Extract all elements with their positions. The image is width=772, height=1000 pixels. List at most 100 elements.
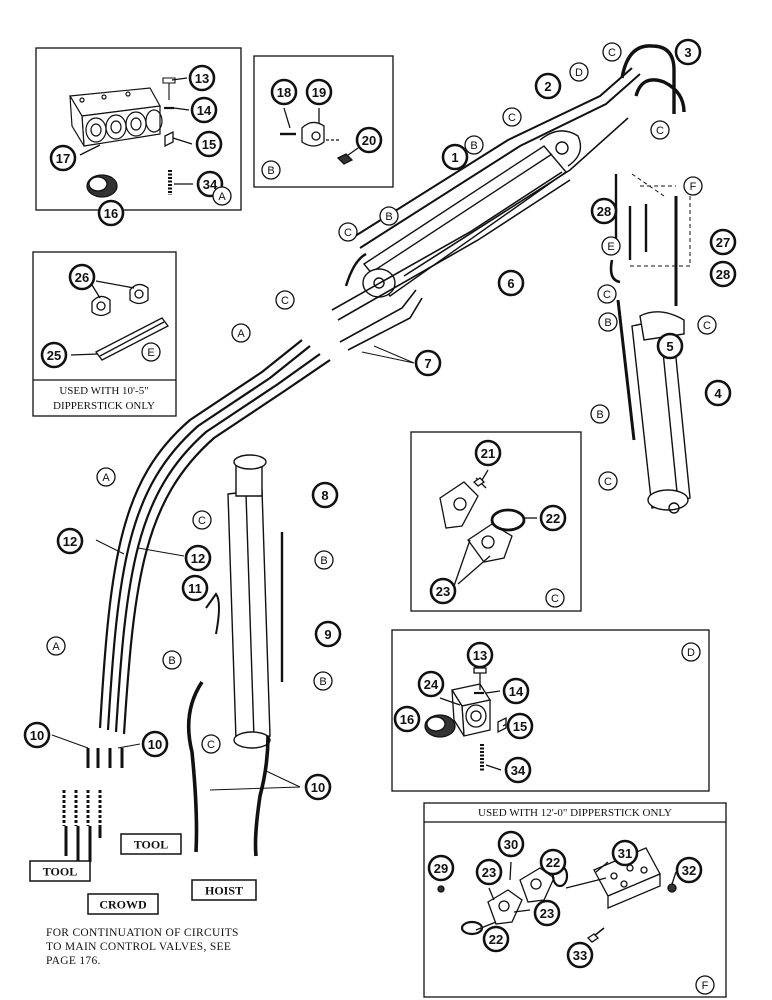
callout-number: 5: [666, 339, 673, 354]
letter-marker-text: B: [385, 211, 392, 223]
callout-number: 19: [312, 85, 326, 100]
callout-number: 12: [63, 534, 77, 549]
callout-23: 23: [533, 899, 561, 927]
callout-29: 29: [427, 854, 455, 882]
callout-number: 23: [540, 906, 554, 921]
callout-number: 23: [436, 584, 450, 599]
letter-marker-text: B: [168, 655, 175, 667]
letter-marker-text: B: [596, 409, 603, 421]
callout-22: 22: [482, 925, 510, 953]
callout-7: 7: [414, 349, 442, 377]
callout-number: 6: [507, 276, 514, 291]
callout-number: 22: [546, 511, 560, 526]
callout-number: 11: [188, 581, 202, 596]
callout-number: 10: [30, 728, 44, 743]
letter-marker-C: C: [275, 290, 295, 310]
note-line-1: FOR CONTINUATION OF CIRCUITS: [46, 927, 239, 939]
end-fittings: [62, 748, 124, 866]
letter-marker-text: C: [508, 112, 516, 124]
panel-e-caption-line1: USED WITH 10'-5": [59, 385, 148, 397]
panel-b: [253, 55, 394, 188]
letter-marker-B: B: [464, 135, 484, 155]
letter-marker-C: C: [602, 42, 622, 62]
callout-number: 21: [481, 446, 495, 461]
callout-28: 28: [590, 197, 618, 225]
callout-number: 31: [618, 846, 632, 861]
callout-17: 17: [49, 144, 77, 172]
callout-number: 10: [311, 780, 325, 795]
callout-number: 26: [75, 270, 89, 285]
callout-number: 33: [573, 948, 587, 963]
continuation-note: FOR CONTINUATION OF CIRCUITS TO MAIN CON…: [46, 926, 346, 968]
callout-22: 22: [539, 848, 567, 876]
callout-32: 32: [675, 856, 703, 884]
callout-number: 2: [544, 79, 551, 94]
panel-f: [423, 802, 727, 998]
letter-marker-text: C: [608, 47, 616, 59]
letter-marker-E: E: [601, 236, 621, 256]
callout-8: 8: [311, 481, 339, 509]
callout-15: 15: [506, 712, 534, 740]
callout-5: 5: [656, 332, 684, 360]
boxed-label-tool: TOOL: [120, 833, 182, 855]
boxed-label-text: CROWD: [99, 898, 147, 912]
letter-marker-text: E: [607, 241, 614, 253]
callout-2: 2: [534, 72, 562, 100]
letter-marker-D: D: [681, 642, 701, 662]
letter-marker-B: B: [162, 650, 182, 670]
letter-marker-text: B: [470, 140, 477, 152]
callout-9: 9: [314, 620, 342, 648]
callout-number: 18: [277, 85, 291, 100]
callout-10: 10: [304, 773, 332, 801]
letter-marker-text: B: [320, 555, 327, 567]
callout-number: 8: [321, 488, 328, 503]
boom-cylinder: [362, 130, 582, 298]
callout-number: 27: [716, 235, 730, 250]
callout-number: 22: [546, 855, 560, 870]
callout-number: 4: [714, 386, 722, 401]
letter-marker-text: B: [267, 165, 274, 177]
callout-number: 1: [451, 150, 458, 165]
callout-number: 22: [489, 932, 503, 947]
letter-marker-A: A: [96, 467, 116, 487]
callout-16: 16: [97, 199, 125, 227]
note-line-3: PAGE 176.: [46, 955, 101, 967]
callout-number: 16: [104, 206, 118, 221]
bolt: [162, 77, 176, 100]
callout-number: 28: [716, 267, 730, 282]
letter-marker-C: C: [338, 222, 358, 242]
letter-marker-text: B: [604, 317, 611, 329]
callout-3: 3: [674, 38, 702, 66]
letter-marker-text: C: [703, 320, 711, 332]
callout-number: 29: [434, 861, 448, 876]
boxed-label-hoist: HOIST: [191, 879, 257, 901]
letter-marker-B: B: [379, 206, 399, 226]
letter-marker-text: D: [687, 647, 695, 659]
panel-d: [391, 629, 710, 792]
callout-19: 19: [305, 78, 333, 106]
letter-marker-text: A: [237, 328, 245, 340]
letter-marker-C: C: [201, 734, 221, 754]
letter-marker-B: B: [598, 312, 618, 332]
callout-number: 20: [362, 133, 376, 148]
callout-number: 16: [400, 712, 414, 727]
letter-marker-C: C: [545, 588, 565, 608]
letter-marker-text: E: [147, 347, 154, 359]
letter-marker-B: B: [590, 404, 610, 424]
callout-number: 24: [424, 677, 439, 692]
callout-31: 31: [611, 839, 639, 867]
callout-14: 14: [502, 677, 530, 705]
letter-marker-C: C: [597, 284, 617, 304]
callout-number: 15: [513, 719, 527, 734]
callout-23: 23: [429, 577, 457, 605]
letter-marker-text: A: [102, 472, 110, 484]
callout-number: 30: [504, 837, 518, 852]
panel-e-caption-line2: DIPPERSTICK ONLY: [53, 400, 155, 412]
callout-number: 34: [511, 763, 526, 778]
letter-marker-C: C: [192, 510, 212, 530]
callout-23: 23: [475, 858, 503, 886]
letter-marker-F: F: [683, 176, 703, 196]
letter-marker-text: B: [319, 676, 326, 688]
letter-marker-text: C: [207, 739, 215, 751]
